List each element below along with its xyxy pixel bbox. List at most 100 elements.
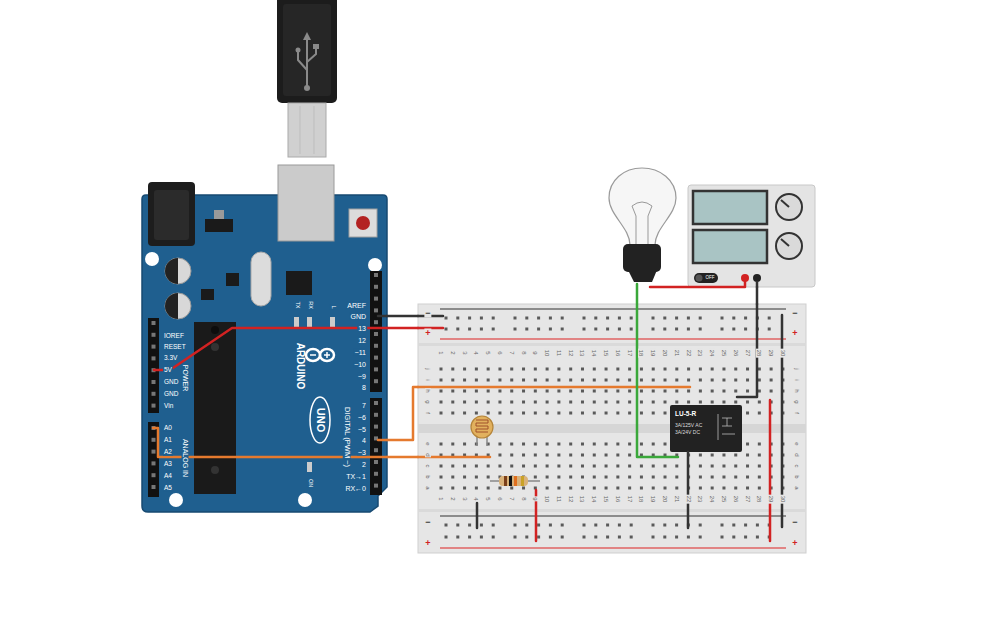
arduino-board	[307, 317, 312, 327]
breadboard-hole	[699, 379, 702, 382]
breadboard-hole	[593, 476, 596, 479]
light-bulb	[609, 168, 676, 245]
arduino-board	[165, 293, 178, 319]
part-label: 16	[615, 349, 621, 358]
breadboard-hole	[475, 390, 478, 393]
breadboard-hole	[734, 454, 737, 457]
rail-hole	[456, 524, 459, 527]
light-bulb	[632, 202, 652, 244]
breadboard-hole	[722, 390, 725, 393]
breadboard-hole	[711, 454, 714, 457]
part-label: 9	[532, 350, 538, 355]
part-label: GND	[163, 391, 179, 398]
breadboard-hole	[722, 476, 725, 479]
part-label: 25	[721, 495, 727, 504]
rail-hole	[583, 536, 586, 539]
jumper-wire	[387, 387, 418, 440]
breadboard-hole	[498, 379, 501, 382]
part-label: 7	[509, 496, 515, 501]
breadboard-hole	[451, 368, 454, 371]
breadboard-hole	[534, 379, 537, 382]
rail-hole	[514, 524, 517, 527]
breadboard-hole	[440, 317, 785, 539]
breadboard-hole	[557, 401, 560, 404]
part-label: +	[424, 539, 431, 548]
rail-hole	[699, 328, 702, 331]
part-label: 26	[733, 495, 739, 504]
breadboard-hole	[687, 379, 690, 382]
part-label: TX	[294, 300, 300, 309]
rail-hole	[732, 328, 735, 331]
part-label: TX→1	[345, 473, 367, 480]
breadboard-hole	[534, 390, 537, 393]
part-label: 14	[591, 349, 597, 358]
rail-hole	[537, 317, 540, 320]
resistor	[490, 476, 540, 486]
rail-hole	[663, 328, 666, 331]
arduino-board	[214, 210, 224, 220]
breadboard-hole	[569, 368, 572, 371]
breadboard-hole	[569, 443, 572, 446]
part-label: 18	[638, 349, 644, 358]
breadboard-hole	[546, 412, 549, 415]
breadboard-hole	[699, 368, 702, 371]
part-label: ON	[307, 478, 313, 488]
part-label: 1	[438, 496, 444, 501]
light-bulb	[623, 244, 661, 272]
resistor	[499, 476, 528, 486]
rail-hole	[663, 317, 666, 320]
part-label: A1	[163, 437, 173, 444]
arduino-board	[148, 318, 159, 413]
header-pin	[374, 401, 378, 405]
breadboard-hole	[616, 390, 619, 393]
rail-hole	[606, 317, 609, 320]
breadboard-hole	[557, 465, 560, 468]
breadboard-hole	[522, 443, 525, 446]
rail-hole	[675, 536, 678, 539]
breadboard-hole	[746, 443, 749, 446]
breadboard-hole	[758, 379, 761, 382]
breadboard	[440, 339, 786, 340]
breadboard-hole	[640, 368, 643, 371]
part-label: d	[425, 452, 431, 457]
arduino-board	[294, 317, 299, 327]
part-label: 4	[361, 437, 367, 444]
breadboard-hole	[440, 487, 443, 490]
part-label: 12	[568, 349, 574, 358]
breadboard-hole	[746, 487, 749, 490]
breadboard-hole	[675, 487, 678, 490]
breadboard-hole	[722, 487, 725, 490]
part-label: RESET	[163, 344, 187, 351]
breadboard-hole	[522, 390, 525, 393]
breadboard-hole	[569, 487, 572, 490]
part-label: 28	[756, 349, 762, 358]
breadboard-hole	[522, 379, 525, 382]
breadboard-hole	[440, 379, 443, 382]
power-supply: OFF	[688, 185, 815, 287]
usb-cable	[277, 0, 337, 103]
part-label: 3.3V	[163, 355, 178, 362]
part-label: +	[791, 329, 798, 338]
rail-hole	[732, 536, 735, 539]
breadboard-hole	[498, 487, 501, 490]
breadboard-hole	[758, 412, 761, 415]
part-label: 24	[709, 349, 715, 358]
part-label: 15	[603, 349, 609, 358]
rail-hole	[561, 536, 564, 539]
arduino-board	[169, 493, 183, 507]
relay-body	[718, 414, 735, 440]
breadboard-hole	[451, 401, 454, 404]
header-pin	[374, 273, 378, 277]
breadboard-hole	[581, 454, 584, 457]
breadboard-hole	[734, 476, 737, 479]
breadboard-hole	[510, 412, 513, 415]
breadboard-hole	[640, 476, 643, 479]
breadboard-hole	[711, 390, 714, 393]
rail-hole	[652, 328, 655, 331]
breadboard-hole	[758, 454, 761, 457]
part-label: 3	[462, 496, 468, 501]
rail-hole	[756, 524, 759, 527]
breadboard-hole	[546, 454, 549, 457]
breadboard-hole	[616, 412, 619, 415]
